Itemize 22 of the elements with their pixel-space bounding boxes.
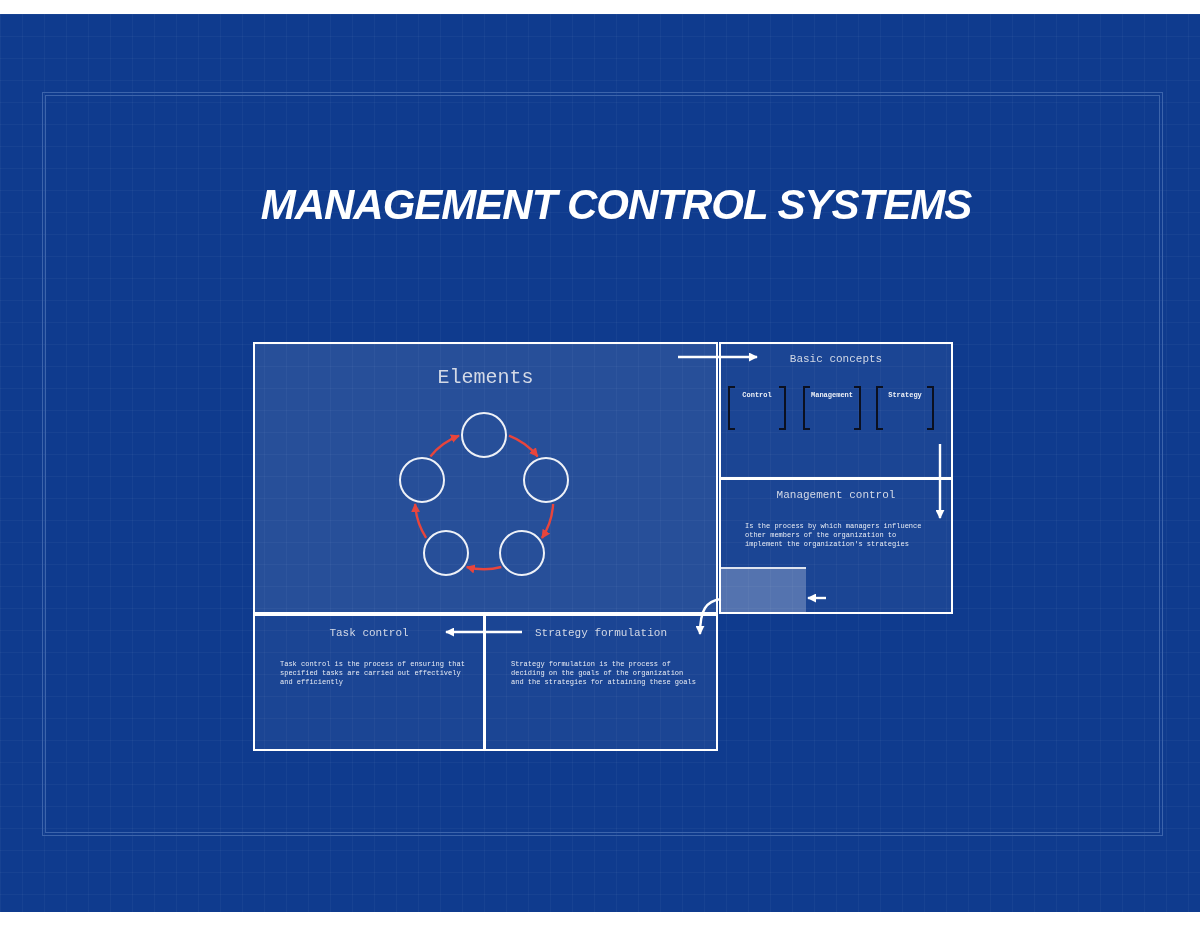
arrow	[429, 434, 460, 458]
arrow	[678, 352, 758, 362]
arrow	[935, 444, 945, 519]
arrow	[807, 593, 826, 603]
panel	[484, 614, 718, 751]
arrow	[695, 597, 722, 635]
arrow	[508, 434, 539, 458]
light-panel	[721, 567, 806, 612]
heading: Management control	[776, 488, 896, 502]
arrow	[411, 503, 428, 539]
panel	[253, 342, 718, 614]
heading: Elements	[437, 366, 534, 390]
arrow	[445, 627, 522, 637]
heading: Basic concepts	[789, 352, 883, 366]
panel	[253, 614, 485, 751]
panel	[719, 342, 953, 479]
panel	[719, 478, 953, 614]
arrow	[465, 564, 502, 573]
heading: Task control	[329, 626, 409, 640]
arrow	[540, 503, 555, 539]
heading: Strategy formulation	[535, 626, 667, 640]
title: MANAGEMENT CONTROL SYSTEMS	[260, 180, 972, 230]
